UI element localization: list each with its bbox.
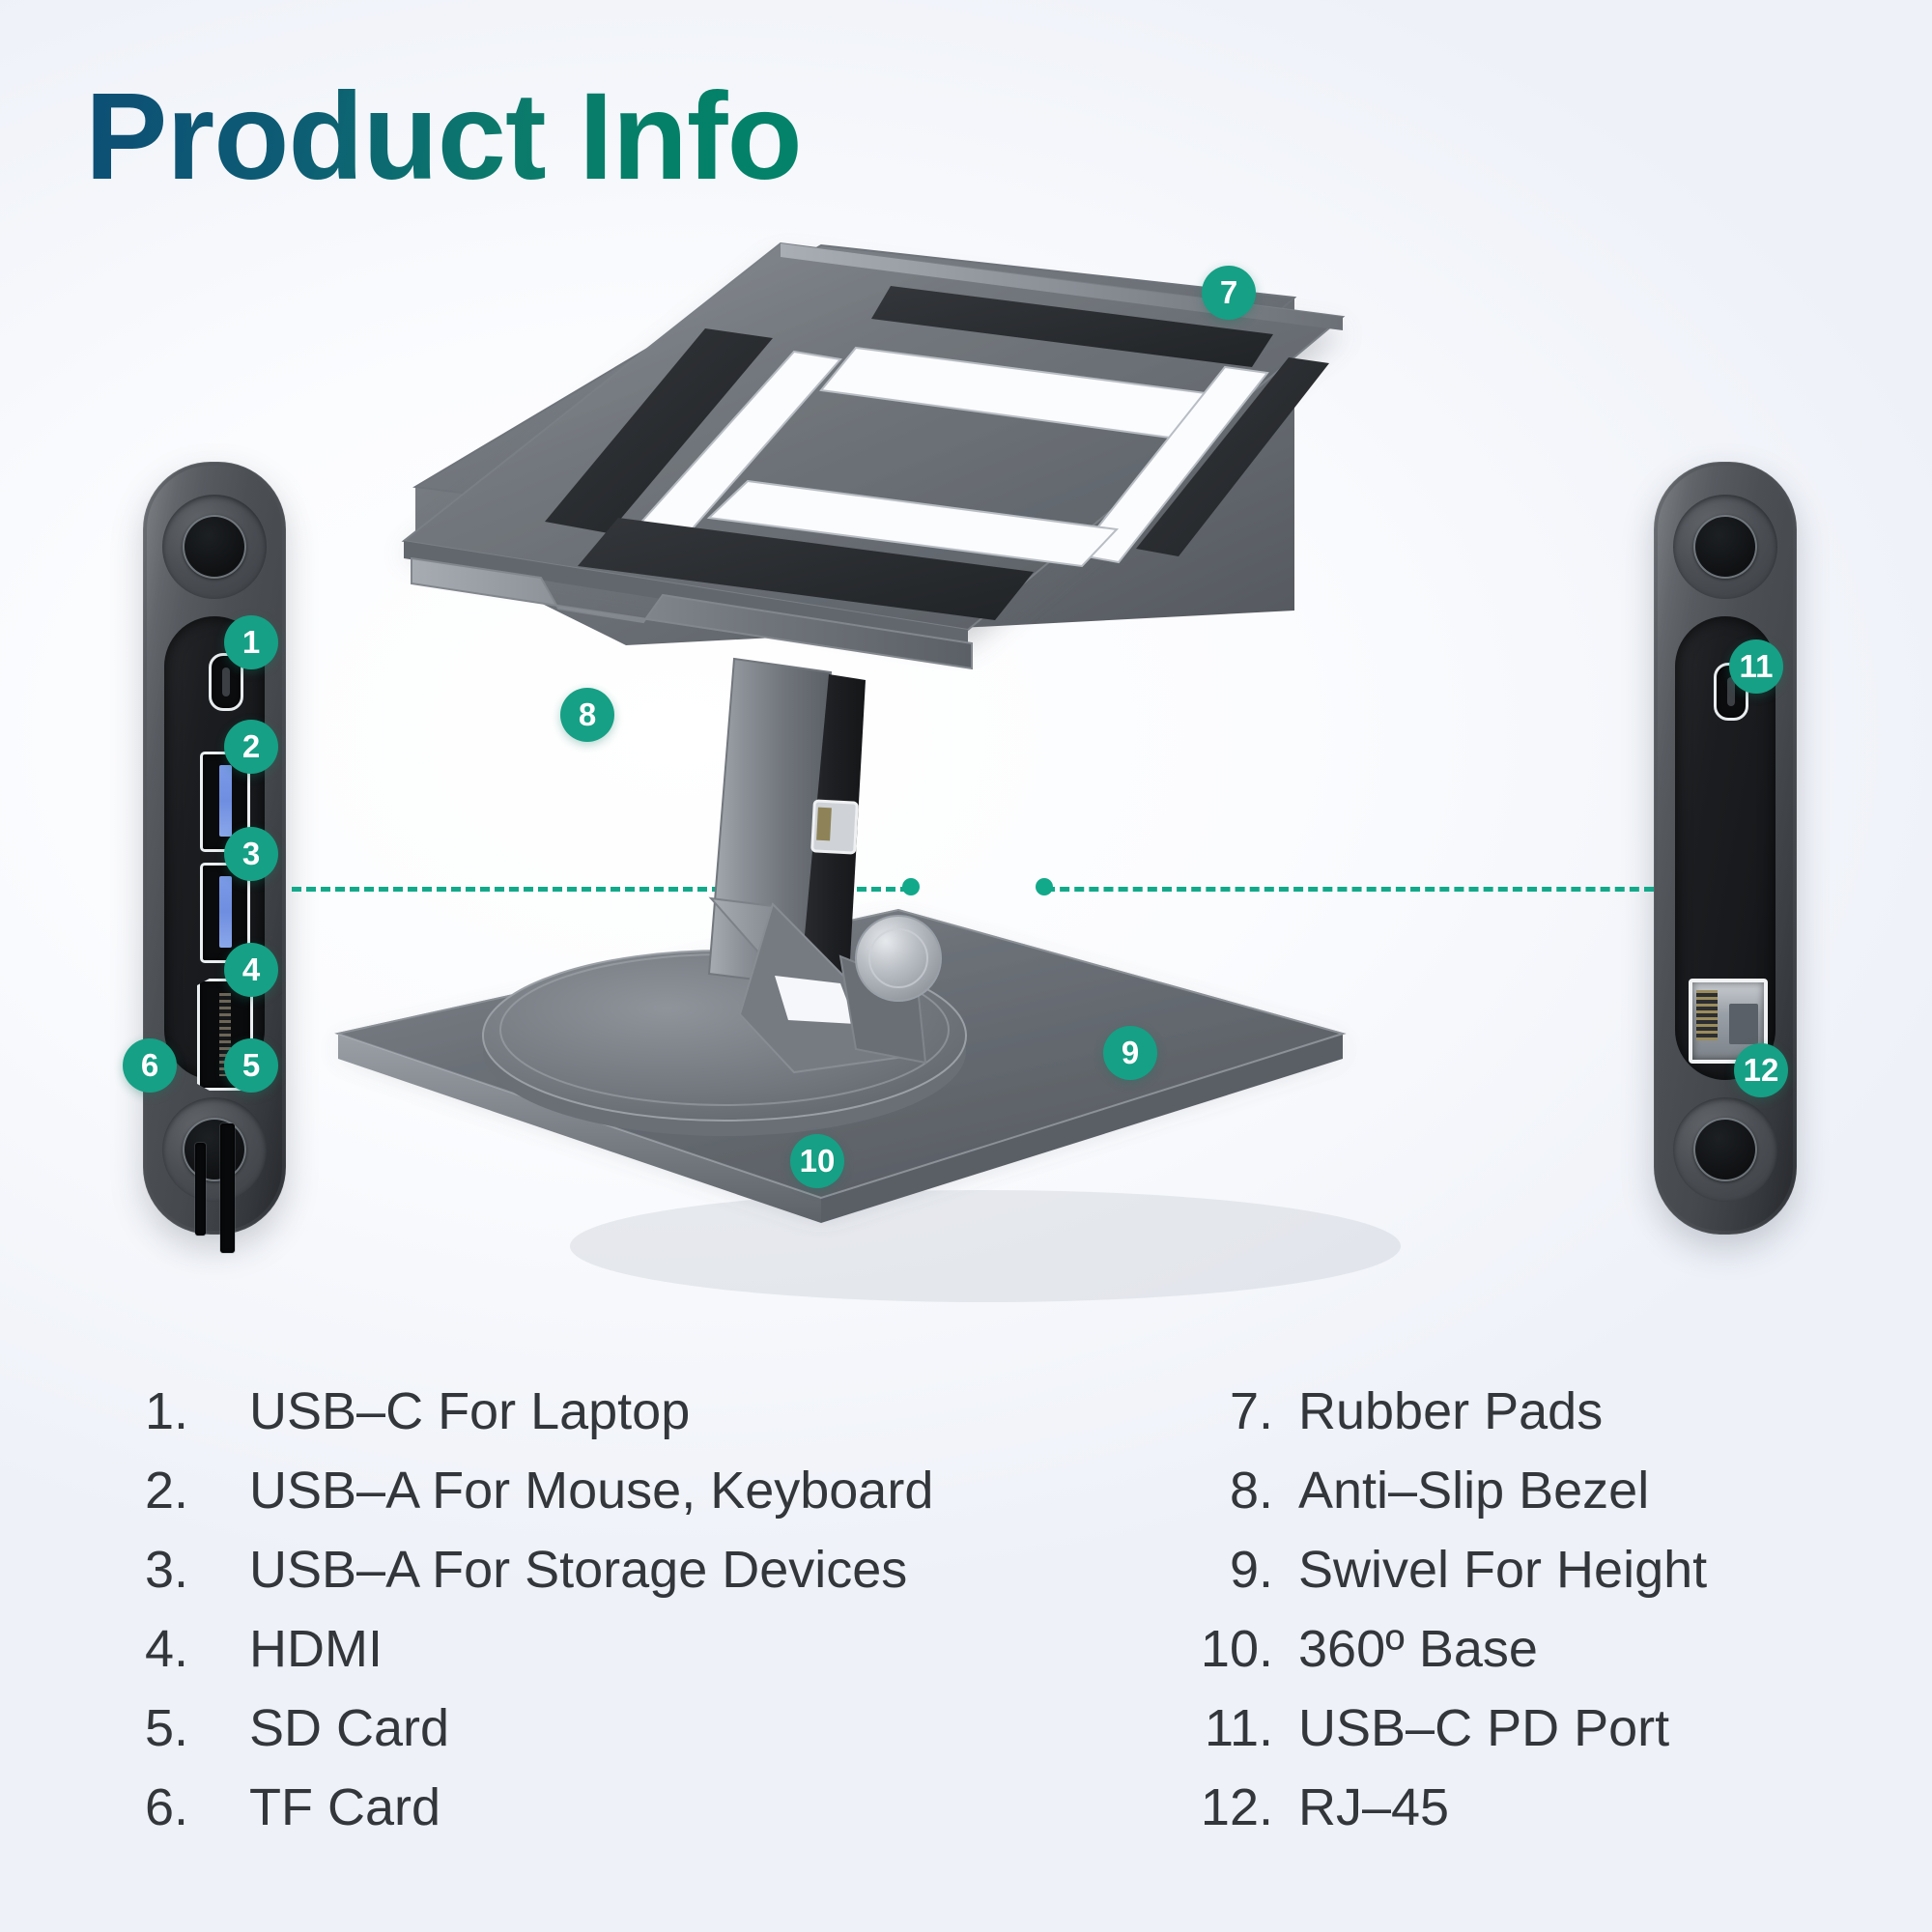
legend-item-number: 3. [145, 1541, 189, 1600]
legend-item: 5. SD Card [145, 1689, 933, 1768]
legend-item-number: 8. [1229, 1462, 1273, 1520]
legend-item-label: HDMI [249, 1620, 383, 1679]
screw-icon [162, 495, 267, 599]
callout-badge-label: 2 [242, 728, 261, 764]
legend-item: 1. USB–C For Laptop [145, 1372, 933, 1451]
page-title: Product Info [85, 68, 803, 206]
legend-item: 3. USB–A For Storage Devices [145, 1530, 933, 1609]
callout-badge-label: 8 [578, 696, 597, 732]
legend-item: 7. Rubber Pads [1159, 1372, 1707, 1451]
stand-lower-arm [708, 896, 927, 1074]
callout-badge-1: 1 [224, 615, 278, 669]
alignment-dash-dot-right [1036, 878, 1053, 895]
callout-badge-label: 6 [140, 1047, 159, 1083]
callout-badge-label: 10 [799, 1143, 836, 1179]
legend-item: 10. 360º Base [1159, 1609, 1707, 1689]
legend-item: 11. USB–C PD Port [1159, 1689, 1707, 1768]
callout-badge-7: 7 [1202, 266, 1256, 320]
legend-item-number: 10. [1200, 1620, 1273, 1679]
legend-item-number: 12. [1200, 1778, 1273, 1837]
alignment-dash-line-left [292, 887, 910, 892]
legend-item-label: Anti–Slip Bezel [1298, 1462, 1650, 1520]
legend-item-number: 6. [145, 1778, 189, 1837]
legend-item-label: Rubber Pads [1298, 1382, 1604, 1440]
legend-item-number: 9. [1229, 1541, 1273, 1600]
callout-badge-9: 9 [1103, 1026, 1157, 1080]
legend-item-label: Swivel For Height [1298, 1541, 1708, 1600]
screw-icon [1673, 495, 1777, 599]
legend-item: 4. HDMI [145, 1609, 933, 1689]
right-port-panel [1654, 462, 1797, 1235]
legend-item: 6. TF Card [145, 1768, 933, 1847]
legend-item-number: 5. [145, 1699, 189, 1758]
legend-item-label: USB–A For Mouse, Keyboard [249, 1462, 934, 1520]
stand-top-plate [401, 242, 1346, 670]
legend-item-number: 1. [145, 1382, 189, 1440]
legend-item-label: 360º Base [1298, 1620, 1538, 1679]
swivel-knob [855, 915, 942, 1002]
callout-badge-label: 12 [1743, 1052, 1779, 1088]
legend-item-label: USB–A For Storage Devices [249, 1541, 908, 1600]
screw-icon [1673, 1097, 1777, 1202]
legend-item-label: RJ–45 [1298, 1778, 1450, 1837]
legend-item-number: 2. [145, 1462, 189, 1520]
legend-item-label: TF Card [249, 1778, 441, 1837]
legend-item: 9. Swivel For Height [1159, 1530, 1707, 1609]
callout-badge-12: 12 [1734, 1043, 1788, 1097]
callout-badge-8: 8 [560, 688, 614, 742]
legend-item: 8. Anti–Slip Bezel [1159, 1451, 1707, 1530]
legend-list-left: 1. USB–C For Laptop 2. USB–A For Mouse, … [145, 1372, 933, 1847]
callout-badge-label: 7 [1219, 274, 1238, 310]
legend-item: 2. USB–A For Mouse, Keyboard [145, 1451, 933, 1530]
legend-item-number: 7. [1229, 1382, 1273, 1440]
callout-badge-6: 6 [123, 1038, 177, 1093]
callout-badge-2: 2 [224, 720, 278, 774]
legend-item: 12. RJ–45 [1159, 1768, 1707, 1847]
legend-item-number: 4. [145, 1620, 189, 1679]
sd-card-slot-icon [220, 1123, 235, 1253]
callout-badge-label: 9 [1121, 1035, 1140, 1070]
callout-badge-label: 3 [242, 836, 261, 871]
callout-badge-label: 5 [242, 1047, 261, 1083]
callout-badge-4: 4 [224, 943, 278, 997]
callout-badge-label: 1 [242, 624, 261, 660]
alignment-dash-dot-left [902, 878, 920, 895]
screw-icon [162, 1097, 267, 1202]
callout-badge-10: 10 [790, 1134, 844, 1188]
legend-list-right: 7. Rubber Pads 8. Anti–Slip Bezel 9. Swi… [1159, 1372, 1707, 1847]
callout-badge-label: 11 [1739, 648, 1774, 684]
alignment-dash-line-right [1045, 887, 1654, 892]
callout-badge-3: 3 [224, 827, 278, 881]
legend-item-number: 11. [1204, 1699, 1273, 1758]
tf-card-slot-icon [195, 1143, 206, 1236]
callout-badge-5: 5 [224, 1038, 278, 1093]
laptop-stand-illustration [319, 222, 1671, 1343]
callout-badge-label: 4 [242, 952, 261, 987]
legend-item-label: SD Card [249, 1699, 450, 1758]
callout-badge-11: 11 [1729, 639, 1783, 694]
legend-item-label: USB–C PD Port [1298, 1699, 1670, 1758]
legend-item-label: USB–C For Laptop [249, 1382, 691, 1440]
